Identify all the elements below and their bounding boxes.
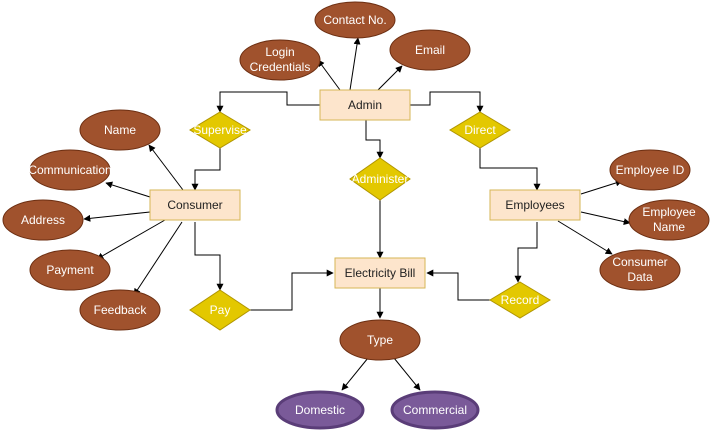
relationship-record-label: Record xyxy=(501,293,540,307)
relationship-direct-label: Direct xyxy=(464,123,496,137)
attribute-communication: Communication xyxy=(28,149,112,191)
attribute-employee-name-line1: Employee xyxy=(642,205,696,219)
attribute-type-label: Type xyxy=(367,333,393,347)
edge-employees-id xyxy=(580,179,623,195)
attribute-login-line1: Login xyxy=(265,45,294,59)
edge-employees-name xyxy=(580,211,631,226)
edge-direct-employees xyxy=(479,148,541,191)
subtype-domestic: Domestic xyxy=(275,390,365,430)
relationship-pay-label: Pay xyxy=(210,303,231,317)
attribute-communication-label: Communication xyxy=(28,163,111,177)
attribute-name: Name xyxy=(79,109,161,151)
attribute-employee-id-label: Employee ID xyxy=(616,163,685,177)
attribute-employee-name: Employee Name xyxy=(628,199,710,241)
entity-employees-label: Employees xyxy=(505,198,564,212)
subtype-commercial-label: Commercial xyxy=(403,403,467,417)
edge-consumer-name xyxy=(148,144,184,191)
edge-admin-administer xyxy=(365,120,384,159)
attribute-address: Address xyxy=(2,199,84,241)
relationship-direct: Direct xyxy=(449,111,511,149)
entity-admin-label: Admin xyxy=(348,98,382,112)
edge-pay-bill xyxy=(250,269,334,311)
edge-consumer-payment xyxy=(96,219,166,260)
edge-admin-login xyxy=(317,59,341,91)
edge-admin-supervise xyxy=(216,91,320,113)
attribute-login-credentials: Login Credentials xyxy=(239,39,321,81)
relationship-record: Record xyxy=(489,281,551,319)
edge-consumer-feedback xyxy=(133,221,183,296)
attribute-type: Type xyxy=(339,319,421,361)
attribute-contact-no-label: Contact No. xyxy=(323,13,386,27)
edge-admin-direct xyxy=(410,91,484,113)
edge-admin-email xyxy=(377,65,403,91)
subtype-commercial: Commercial xyxy=(390,390,480,430)
attribute-email-label: Email xyxy=(415,43,445,57)
entity-admin: Admin xyxy=(319,89,411,121)
attribute-feedback: Feedback xyxy=(79,289,161,331)
edge-type-commercial xyxy=(393,357,421,391)
entity-consumer-label: Consumer xyxy=(167,198,222,212)
edge-consumer-address xyxy=(83,211,151,222)
attribute-payment-label: Payment xyxy=(46,263,94,277)
attribute-email: Email xyxy=(389,29,471,71)
edge-record-bill xyxy=(426,269,490,301)
relationship-pay: Pay xyxy=(189,289,251,331)
attribute-employee-id: Employee ID xyxy=(609,149,691,191)
attribute-address-label: Address xyxy=(21,213,65,227)
attribute-employee-name-line2: Name xyxy=(653,220,685,234)
attribute-consumer-data: Consumer Data xyxy=(599,249,681,291)
edge-admin-contact xyxy=(349,37,361,91)
attribute-contact-no: Contact No. xyxy=(314,1,396,39)
attribute-payment: Payment xyxy=(29,249,111,291)
relationship-administer: Administer xyxy=(349,157,411,201)
entity-employees: Employees xyxy=(489,189,581,221)
entity-electricity-bill-label: Electricity Bill xyxy=(345,266,416,280)
relationship-supervise: Supervise xyxy=(189,111,251,149)
relationship-supervise-label: Supervise xyxy=(193,123,247,137)
edge-employees-consumerdata xyxy=(557,220,613,255)
attribute-name-label: Name xyxy=(104,123,136,137)
connectors xyxy=(83,37,631,391)
attribute-login-line2: Credentials xyxy=(250,60,311,74)
attribute-consumer-data-line2: Data xyxy=(627,270,653,284)
entity-consumer: Consumer xyxy=(149,189,241,221)
entity-electricity-bill: Electricity Bill xyxy=(334,257,426,289)
edge-supervise-consumer xyxy=(191,148,221,191)
edge-consumer-pay xyxy=(194,222,224,291)
subtype-domestic-label: Domestic xyxy=(295,403,345,417)
edge-employees-record xyxy=(514,222,538,283)
edge-type-domestic xyxy=(341,357,369,391)
attribute-consumer-data-line1: Consumer xyxy=(612,255,667,269)
edge-consumer-communication xyxy=(105,181,151,198)
attribute-feedback-label: Feedback xyxy=(94,303,148,317)
relationship-administer-label: Administer xyxy=(352,172,409,186)
